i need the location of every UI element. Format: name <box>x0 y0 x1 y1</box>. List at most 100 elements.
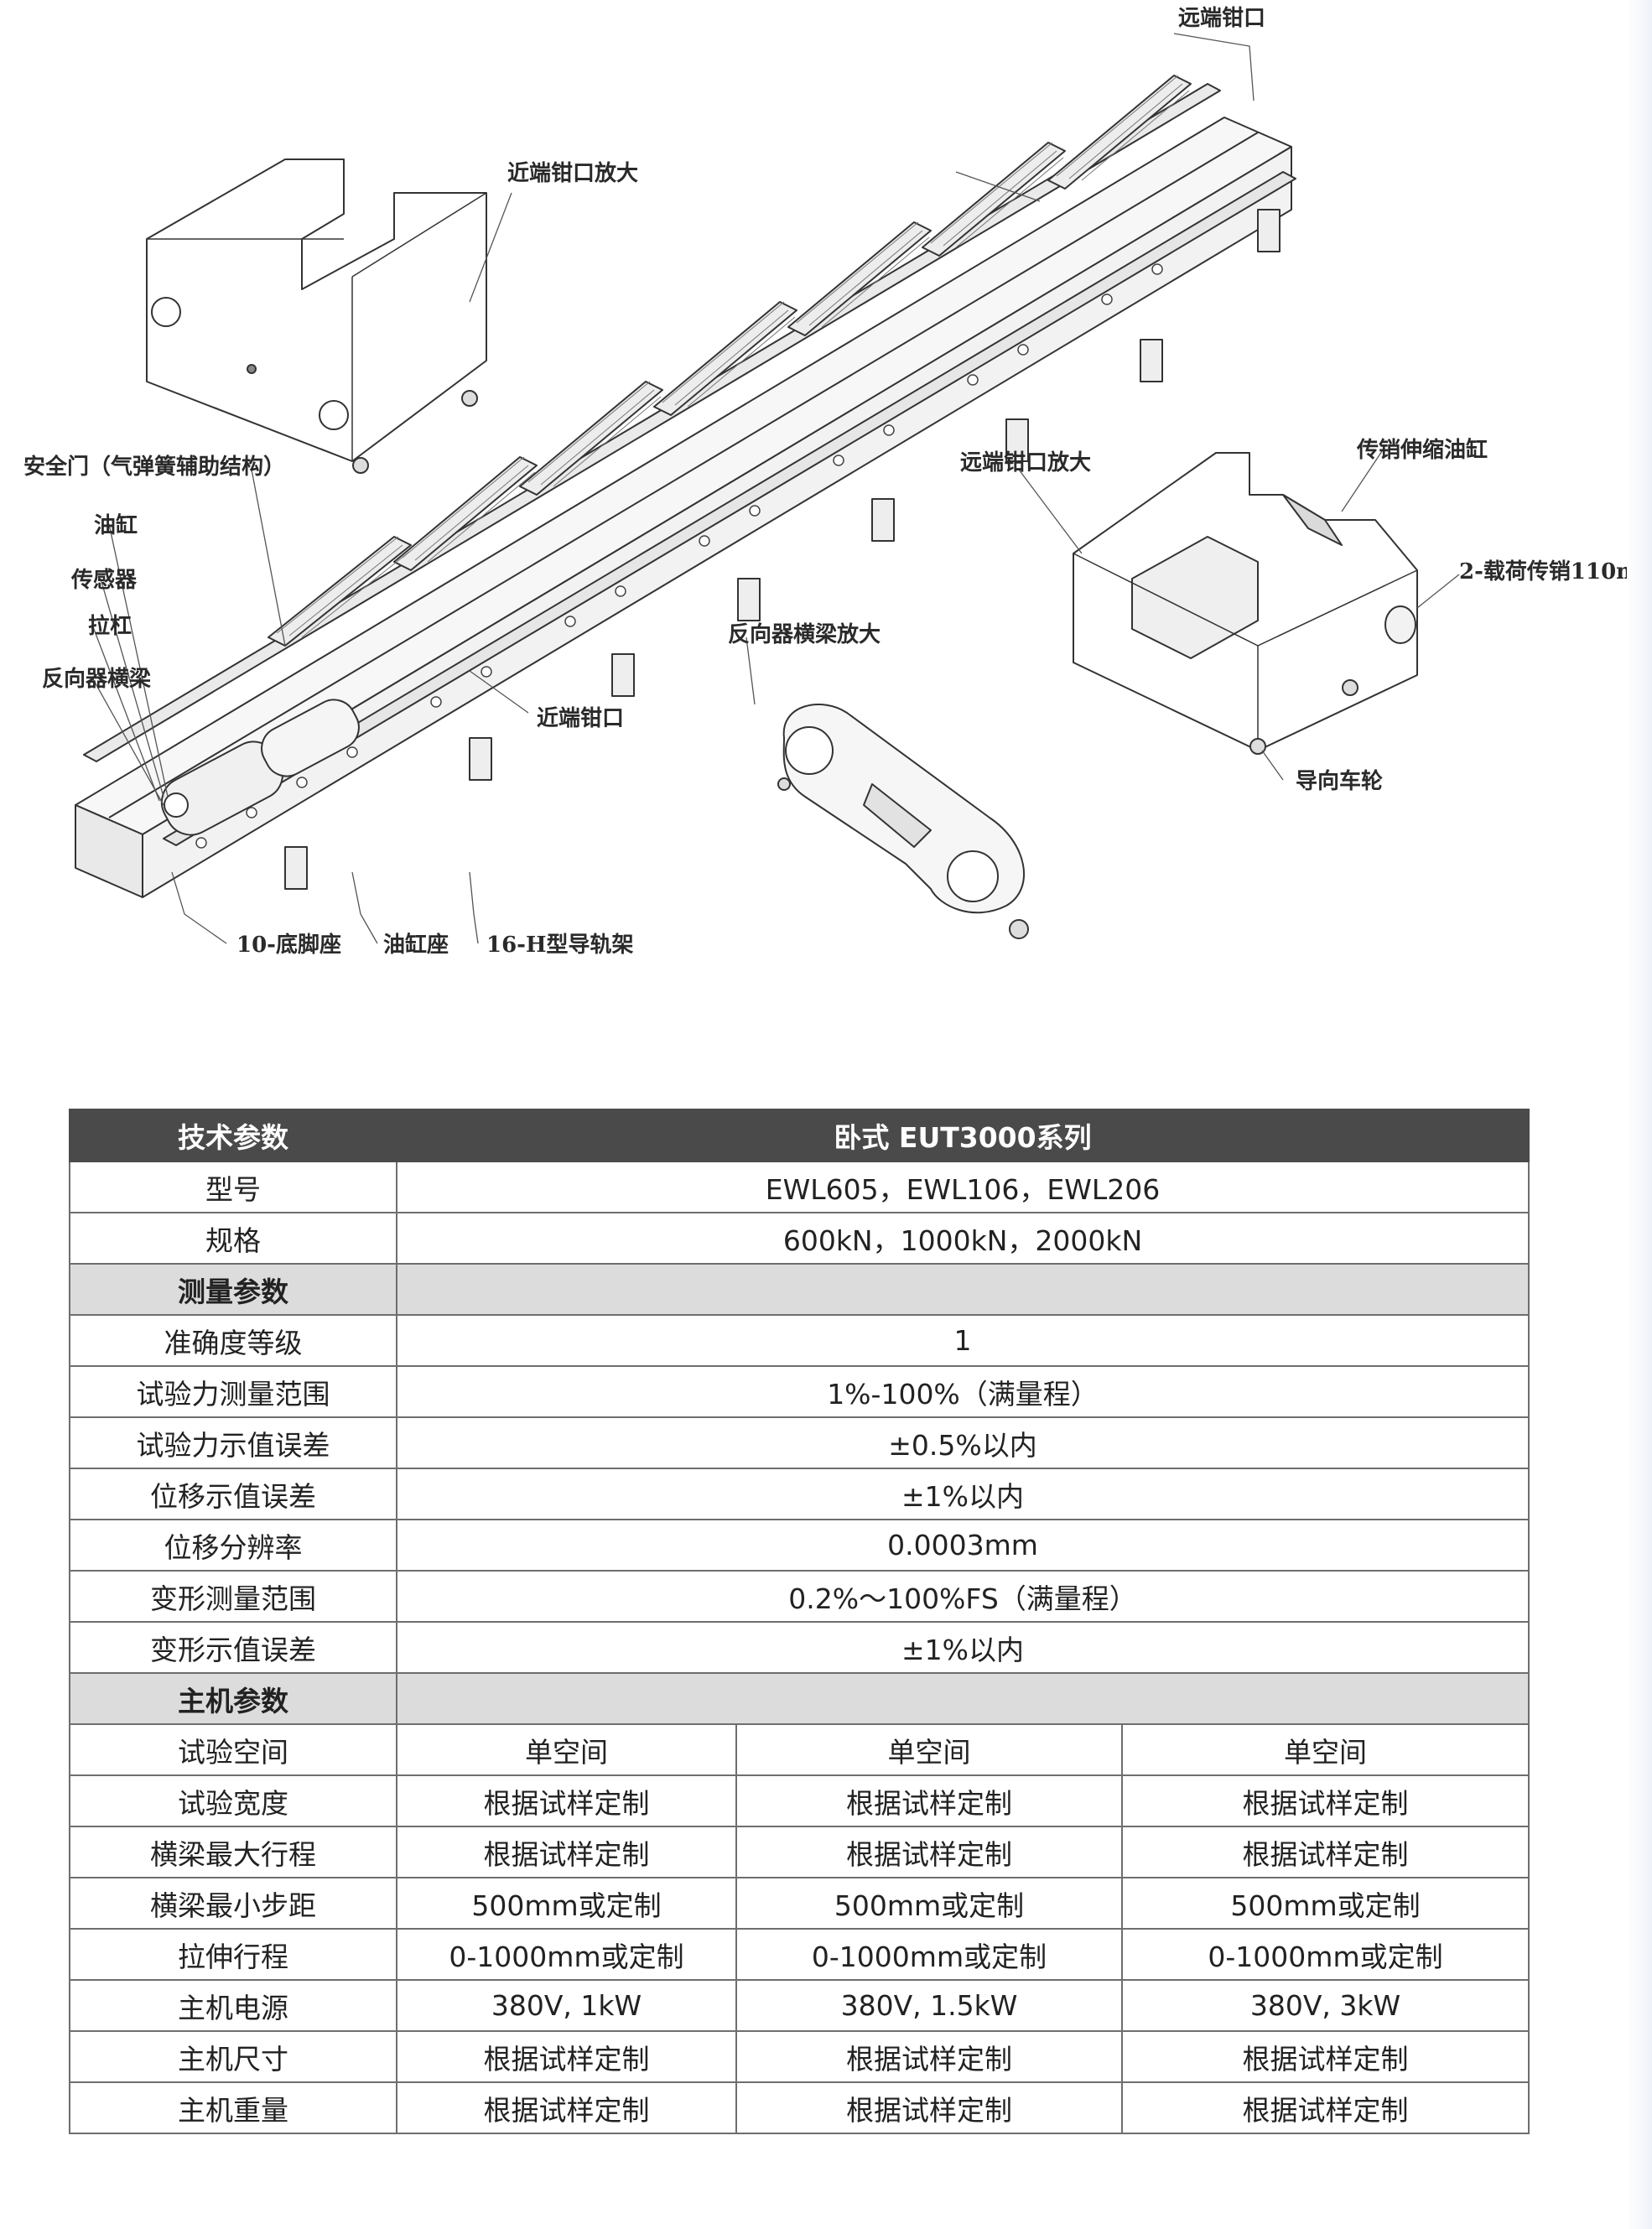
row-label: 横梁最大行程 <box>69 1826 397 1878</box>
callout-cylinder-seat: 油缸座 <box>383 932 449 958</box>
cell-value: 根据试样定制 <box>396 1826 737 1878</box>
table-header-row: 技术参数 卧式 EUT3000系列 <box>69 1109 1530 1162</box>
table-row: 位移分辨率 0.0003mm <box>69 1519 1530 1572</box>
cell-value: 500mm或定制 <box>1121 1877 1530 1930</box>
row-label: 试验力示值误差 <box>69 1416 397 1469</box>
row-label: 变形测量范围 <box>69 1570 397 1623</box>
near-jaw-zoom-drawing <box>146 158 487 474</box>
cell-value: 380V, 3kW <box>1121 1979 1530 2032</box>
cell-value: 500mm或定制 <box>396 1877 737 1930</box>
section-label: 测量参数 <box>69 1263 397 1316</box>
row-value: ±1%以内 <box>396 1621 1530 1674</box>
table-row: 主机重量 根据试样定制 根据试样定制 根据试样定制 <box>69 2081 1530 2134</box>
page-side-strip <box>1627 0 1652 2229</box>
table-row: 试验力示值误差 ±0.5%以内 <box>69 1416 1530 1469</box>
row-label: 位移分辨率 <box>69 1519 397 1572</box>
main-frame <box>75 83 1296 898</box>
table-row: 变形测量范围 0.2%～100%FS（满量程） <box>69 1570 1530 1623</box>
row-value: 1%-100%（满量程） <box>396 1365 1530 1418</box>
callout-far-jaw-zoom: 远端钳口放大 <box>960 449 1091 475</box>
row-label: 型号 <box>69 1161 397 1213</box>
section-row-measure: 测量参数 <box>69 1263 1530 1316</box>
machine-diagram: 远端钳口 近端钳口放大 安全门（气弹簧辅助结构） 油缸 传感器 拉杠 反向器横梁… <box>0 0 1627 998</box>
row-value: 0.0003mm <box>396 1519 1530 1572</box>
section-spacer <box>396 1263 1530 1316</box>
cell-value: 0-1000mm或定制 <box>1121 1928 1530 1981</box>
section-label: 主机参数 <box>69 1672 397 1725</box>
callout-near-jaw: 近端钳口 <box>537 705 624 731</box>
callout-base-foot: 10-底脚座 <box>236 932 341 958</box>
cell-value: 380V, 1.5kW <box>735 1979 1123 2032</box>
cell-value: 根据试样定制 <box>735 2081 1123 2134</box>
callout-oil-cylinder: 油缸 <box>94 512 138 538</box>
spec-table: 技术参数 卧式 EUT3000系列 型号 EWL605，EWL106，EWL20… <box>69 1109 1530 2134</box>
cell-value: 根据试样定制 <box>396 2081 737 2134</box>
table-row: 变形示值误差 ±1%以内 <box>69 1621 1530 1674</box>
table-row: 横梁最小步距 500mm或定制 500mm或定制 500mm或定制 <box>69 1877 1530 1930</box>
cell-value: 0-1000mm或定制 <box>396 1928 737 1981</box>
row-label: 主机电源 <box>69 1979 397 2032</box>
row-value: 1 <box>396 1314 1530 1367</box>
row-label: 位移示值误差 <box>69 1468 397 1520</box>
cell-value: 根据试样定制 <box>735 2030 1123 2083</box>
callout-load-pin: 2-载荷传销110mm <box>1459 559 1627 585</box>
row-label: 主机重量 <box>69 2081 397 2134</box>
row-label: 主机尺寸 <box>69 2030 397 2083</box>
callout-labels: 远端钳口 近端钳口放大 安全门（气弹簧辅助结构） 油缸 传感器 拉杠 反向器横梁… <box>23 5 1627 958</box>
row-value: EWL605，EWL106，EWL206 <box>396 1161 1530 1213</box>
cell-value: 根据试样定制 <box>396 2030 737 2083</box>
table-row-spec: 规格 600kN，1000kN，2000kN <box>69 1212 1530 1265</box>
cell-value: 0-1000mm或定制 <box>735 1928 1123 1981</box>
reverser-beam-drawing <box>777 704 1029 939</box>
cell-value: 根据试样定制 <box>735 1826 1123 1878</box>
cell-value: 单空间 <box>396 1723 737 1776</box>
cell-value: 根据试样定制 <box>1121 1774 1530 1827</box>
cell-value: 根据试样定制 <box>1121 2081 1530 2134</box>
table-row: 试验空间 单空间 单空间 单空间 <box>69 1723 1530 1776</box>
table-row: 横梁最大行程 根据试样定制 根据试样定制 根据试样定制 <box>69 1826 1530 1878</box>
cell-value: 380V, 1kW <box>396 1979 737 2032</box>
section-spacer <box>396 1672 1530 1725</box>
callout-near-jaw-zoom: 近端钳口放大 <box>507 160 638 186</box>
row-label: 试验空间 <box>69 1723 397 1776</box>
cylinder-assembly <box>160 699 360 836</box>
callout-sensor: 传感器 <box>70 568 138 593</box>
table-row: 准确度等级 1 <box>69 1314 1530 1367</box>
cell-value: 500mm或定制 <box>735 1877 1123 1930</box>
row-label: 试验宽度 <box>69 1774 397 1827</box>
callout-pin-cylinder: 传销伸缩油缸 <box>1356 437 1488 463</box>
callout-reverser-beam: 反向器横梁 <box>42 666 151 692</box>
cell-value: 根据试样定制 <box>396 1774 737 1827</box>
table-row: 主机电源 380V, 1kW 380V, 1.5kW 380V, 3kW <box>69 1979 1530 2032</box>
leader-lines <box>91 33 1460 944</box>
callout-h-guide: 16-H型导轨架 <box>486 933 634 958</box>
table-row: 试验宽度 根据试样定制 根据试样定制 根据试样定制 <box>69 1774 1530 1827</box>
row-label: 横梁最小步距 <box>69 1877 397 1930</box>
callout-guide-wheel: 导向车轮 <box>1296 768 1383 794</box>
callout-safety-door: 安全门（气弹簧辅助结构） <box>23 454 285 480</box>
header-series: 卧式 EUT3000系列 <box>396 1109 1530 1162</box>
machine-drawing: 远端钳口 近端钳口放大 安全门（气弹簧辅助结构） 油缸 传感器 拉杠 反向器横梁… <box>23 5 1627 958</box>
row-label: 规格 <box>69 1212 397 1265</box>
callout-tie-rod: 拉杠 <box>88 613 132 639</box>
safety-doors <box>268 75 1192 647</box>
cell-value: 根据试样定制 <box>735 1774 1123 1827</box>
table-row: 主机尺寸 根据试样定制 根据试样定制 根据试样定制 <box>69 2030 1530 2083</box>
cell-value: 根据试样定制 <box>1121 2030 1530 2083</box>
header-label: 技术参数 <box>69 1109 397 1162</box>
far-jaw-zoom-drawing <box>1073 452 1418 755</box>
row-label: 拉伸行程 <box>69 1928 397 1981</box>
row-value: 0.2%～100%FS（满量程） <box>396 1570 1530 1623</box>
callout-reverser-beam-zoom: 反向器横梁放大 <box>728 621 881 647</box>
table-row: 试验力测量范围 1%-100%（满量程） <box>69 1365 1530 1418</box>
cell-value: 单空间 <box>1121 1723 1530 1776</box>
row-label: 变形示值误差 <box>69 1621 397 1674</box>
callout-far-jaw: 远端钳口 <box>1178 5 1265 31</box>
cell-value: 单空间 <box>735 1723 1123 1776</box>
table-row: 拉伸行程 0-1000mm或定制 0-1000mm或定制 0-1000mm或定制 <box>69 1928 1530 1981</box>
table-row-model: 型号 EWL605，EWL106，EWL206 <box>69 1161 1530 1213</box>
row-value: ±1%以内 <box>396 1468 1530 1520</box>
door-hatching <box>276 75 1190 638</box>
cell-value: 根据试样定制 <box>1121 1826 1530 1878</box>
row-label: 试验力测量范围 <box>69 1365 397 1418</box>
